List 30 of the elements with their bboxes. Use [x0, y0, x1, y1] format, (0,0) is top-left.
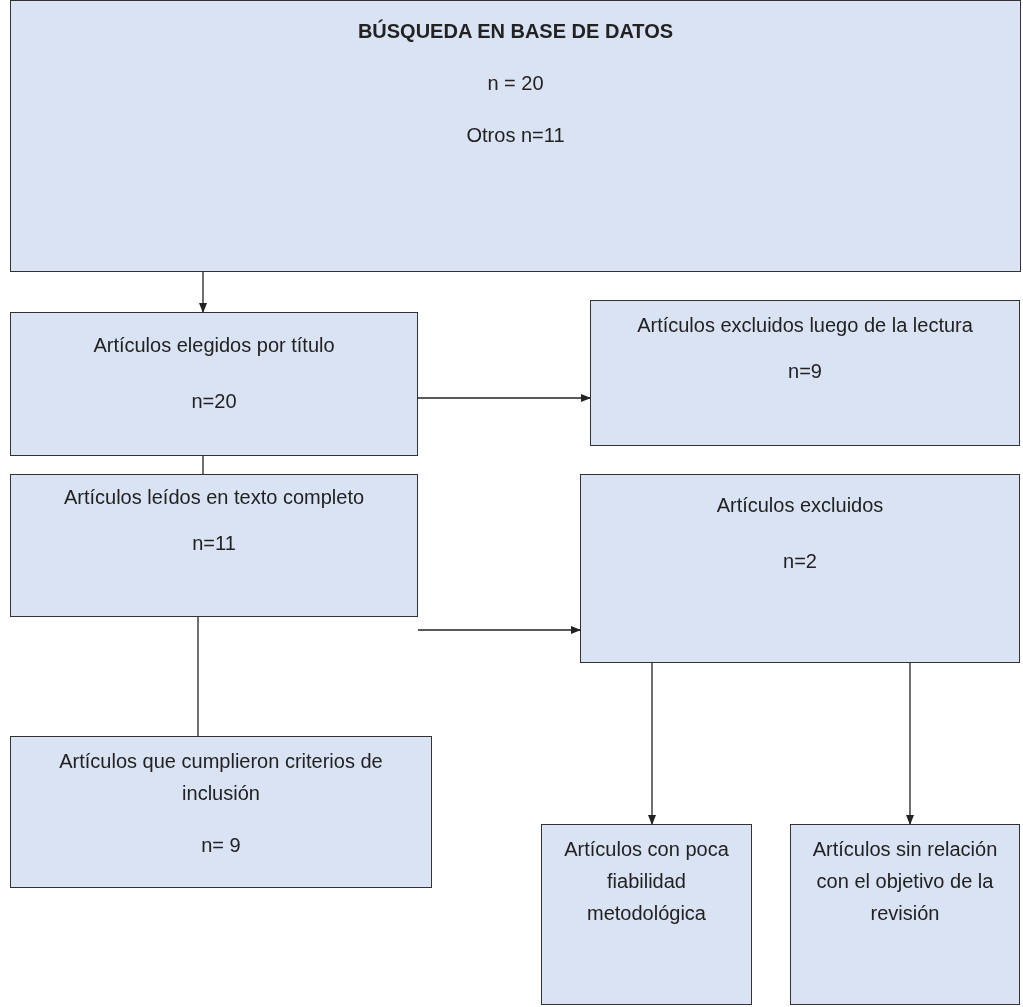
process-box — [10, 312, 418, 456]
count-text: n=11 — [192, 531, 236, 556]
connector-line — [197, 616, 199, 737]
process-box — [10, 474, 418, 617]
process-box — [541, 824, 752, 1005]
process-box — [10, 736, 432, 888]
count-text: n=9 — [788, 359, 822, 384]
arrow — [199, 271, 207, 313]
arrow — [906, 662, 914, 825]
box-label: Artículos con poca fiabilidad metodológica — [563, 837, 730, 926]
arrow — [417, 394, 591, 402]
process-box — [580, 474, 1020, 663]
box-label: Artículos sin relación con el objetivo de la revisión — [811, 837, 999, 926]
connector-line — [202, 455, 204, 475]
arrow — [417, 626, 581, 634]
box-label: Artículos que cumplieron criterios de inclusión — [58, 749, 384, 806]
box-label: Artículos excluidos — [716, 493, 884, 518]
box-label: Artículos excluidos luego de la lectura — [637, 313, 973, 338]
count-text: n = 20 — [487, 71, 544, 96]
count-text: n= 9 — [201, 833, 241, 858]
arrow — [648, 662, 656, 825]
box-label: Artículos leídos en texto completo — [63, 485, 365, 510]
box-title: BÚSQUEDA EN BASE DE DATOS — [357, 18, 674, 44]
process-box — [790, 824, 1020, 1005]
process-box — [10, 0, 1021, 272]
count-text: Otros n=11 — [466, 123, 565, 148]
process-box — [590, 300, 1020, 446]
box-label: Artículos elegidos por título — [93, 333, 335, 358]
count-text: n=2 — [783, 549, 817, 574]
count-text: n=20 — [191, 389, 237, 414]
